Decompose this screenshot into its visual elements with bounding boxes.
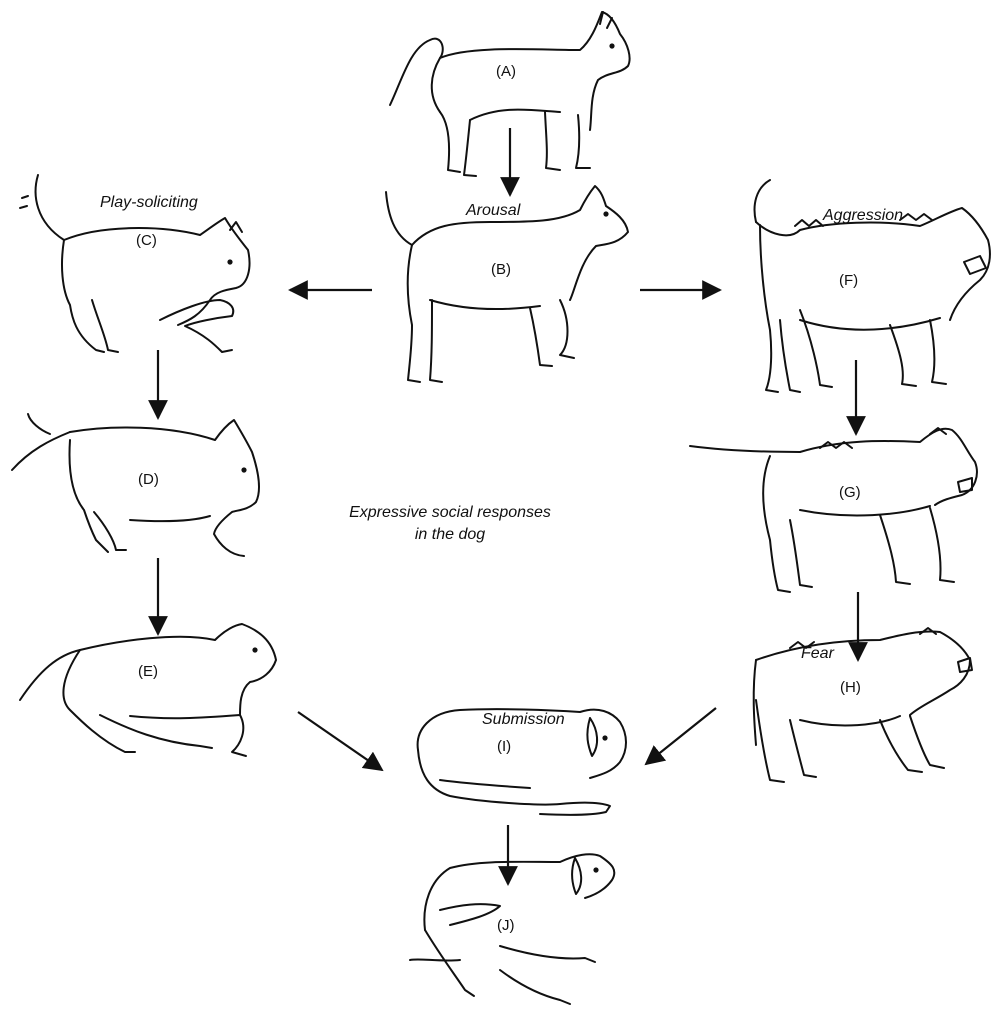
title-aggression: Aggression [823, 208, 903, 224]
label-c: (C) [136, 233, 157, 248]
caption-line-2: in the dog [330, 524, 570, 546]
dog-h-illustration [754, 628, 972, 782]
dog-g-illustration [690, 428, 977, 592]
label-h: (H) [840, 680, 861, 695]
arrow-h-to-i [646, 708, 716, 764]
title-arousal: Arousal [466, 203, 520, 219]
dog-e-illustration [20, 624, 276, 756]
title-submission: Submission [482, 712, 565, 728]
label-b: (B) [491, 262, 511, 277]
label-g: (G) [839, 485, 861, 500]
arrow-e-to-i [298, 712, 382, 770]
caption-line-1: Expressive social responses [330, 502, 570, 524]
label-i: (I) [497, 739, 511, 754]
dog-d-illustration [12, 414, 259, 556]
label-j: (J) [497, 918, 515, 933]
label-a: (A) [496, 64, 516, 79]
label-d: (D) [138, 472, 159, 487]
title-play-soliciting: Play-soliciting [100, 195, 198, 211]
title-fear: Fear [801, 646, 834, 662]
diagram-caption: Expressive social responses in the dog [330, 502, 570, 546]
label-e: (E) [138, 664, 158, 679]
label-f: (F) [839, 273, 858, 288]
